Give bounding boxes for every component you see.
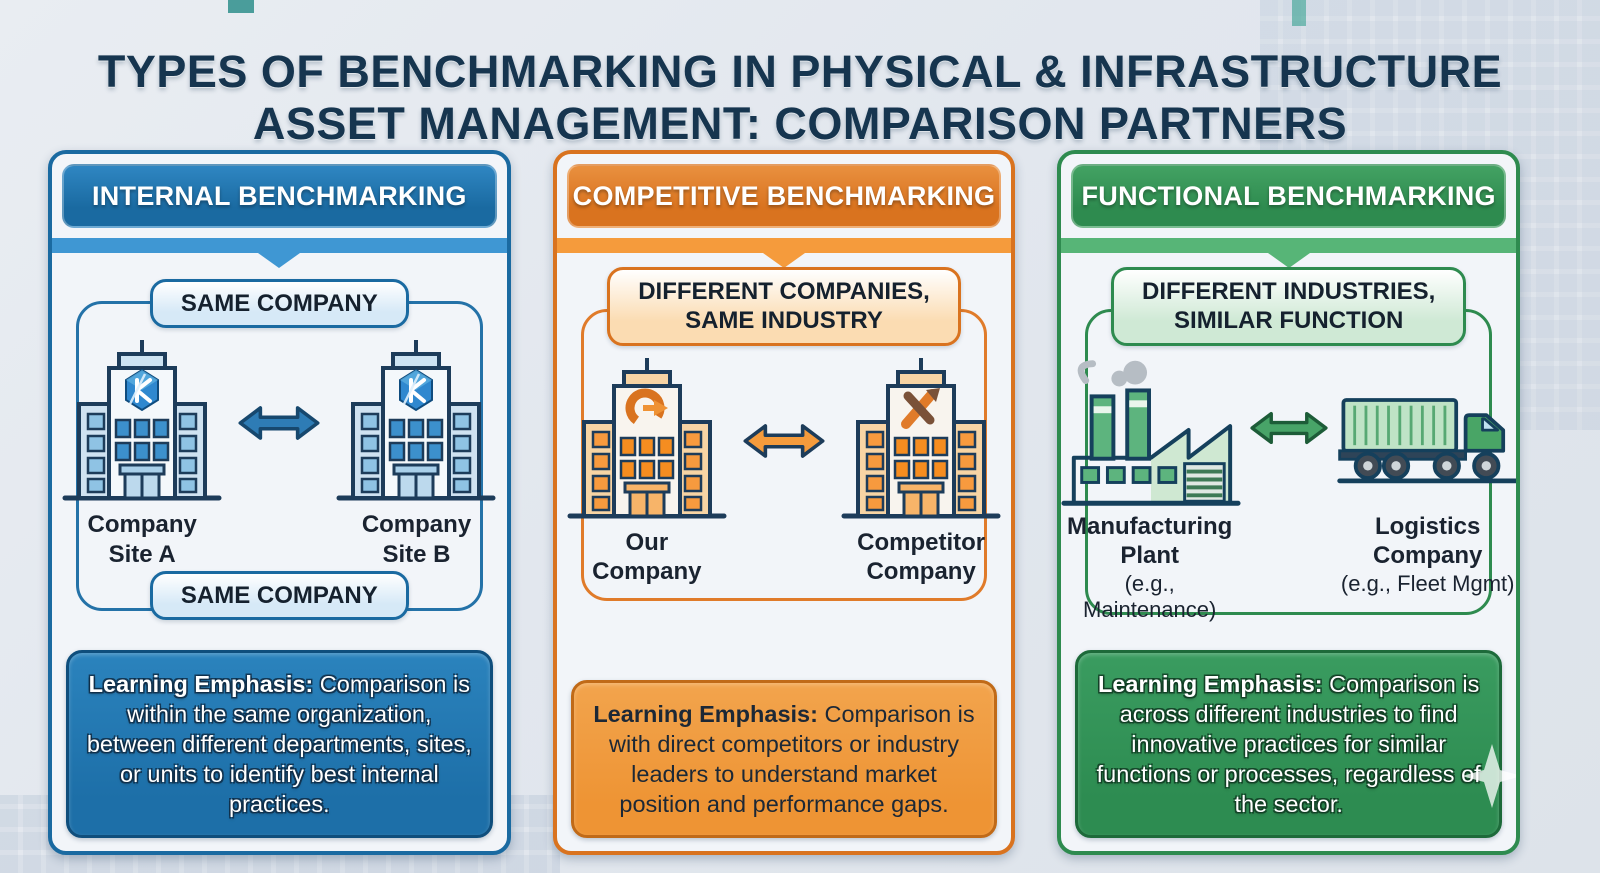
panels-row: INTERNAL BENCHMARKING SAME COMPANY [48,150,1521,855]
page-title: TYPES OF BENCHMARKING IN PHYSICAL & INFR… [97,46,1503,150]
learning-emphasis-prefix: Learning Emphasis: [88,670,314,697]
learning-emphasis-box: Learning Emphasis: Comparison is within … [66,649,493,838]
panel-content: DIFFERENT COMPANIES, SAME INDUSTRY [557,253,1012,851]
item-label: Company Site B [361,511,472,568]
comparison-item: Competitor Company [831,356,1011,587]
teal-accent-decoration [228,0,254,13]
chevron-down-icon [1267,253,1310,268]
office-building-c-logo-icon [567,357,727,519]
panel-header-competitive: COMPETITIVE BENCHMARKING [566,164,1002,228]
learning-emphasis-prefix: Learning Emphasis: [1098,670,1323,697]
learning-emphasis-box: Learning Emphasis: Comparison is with di… [570,679,998,838]
panel-content: DIFFERENT INDUSTRIES, SIMILAR FUNCTION [1061,253,1517,851]
double-arrow-icon [741,418,827,469]
learning-emphasis-prefix: Learning Emphasis: [593,700,818,727]
teal-accent-decoration [1292,0,1306,26]
factory-icon [1061,359,1241,506]
header-strip [52,238,507,268]
relationship-pill-top: SAME COMPANY [149,279,409,329]
x-arrow-logo [901,387,941,429]
panel-competitive-benchmarking: COMPETITIVE BENCHMARKING DIFFERENT COMPA… [552,150,1016,855]
panel-internal-benchmarking: INTERNAL BENCHMARKING SAME COMPANY [48,150,511,855]
double-arrow-icon [1248,406,1330,455]
comparison-item: Logistics Company (e.g., Fleet Mgmt) [1334,356,1517,598]
relationship-pill-top: DIFFERENT INDUSTRIES, SIMILAR FUNCTION [1111,267,1467,346]
k-hexagon-logo [125,369,160,412]
item-sublabel: (e.g., Maintenance) [1083,571,1217,623]
k-hexagon-logo [399,369,434,412]
comparison-item: Company Site B [326,338,506,569]
learning-emphasis-body: Comparison is across different industrie… [1096,670,1481,817]
comparison-row: Manufacturing Plant (e.g., Maintenance) [1061,356,1517,624]
relationship-pill-top: DIFFERENT COMPANIES, SAME INDUSTRY [607,267,961,346]
item-label: Manufacturing Plant [1067,512,1233,569]
item-sublabel: (e.g., Fleet Mgmt) [1340,571,1515,597]
panel-functional-benchmarking: FUNCTIONAL BENCHMARKING DIFFERENT INDUST… [1057,150,1521,855]
comparison-item: Our Company [557,356,737,587]
learning-emphasis-box: Learning Emphasis: Comparison is across … [1075,649,1503,838]
item-label: Our Company [592,528,702,585]
comparison-row: Our Company [557,356,1012,587]
learning-emphasis-body: Comparison is within the same organizati… [86,670,472,817]
item-label: Logistics Company [1373,512,1483,569]
chevron-down-icon [763,253,805,268]
comparison-row: Company Site A [52,338,507,569]
office-building-x-logo-icon [841,357,1001,519]
chevron-down-icon [258,253,301,268]
office-building-k-logo-icon [336,340,496,501]
double-arrow-icon [236,400,322,451]
office-building-k-logo-icon [62,340,222,501]
comparison-item: Company Site A [52,338,232,569]
panel-content: SAME COMPANY [52,253,507,851]
panel-header-internal: INTERNAL BENCHMARKING [62,164,497,228]
relationship-pill-bottom: SAME COMPANY [149,570,409,621]
item-label: Competitor Company [857,528,986,585]
panel-header-functional: FUNCTIONAL BENCHMARKING [1071,164,1507,228]
comparison-item: Manufacturing Plant (e.g., Maintenance) [1061,356,1243,624]
learning-emphasis-body: Comparison is with direct competitors or… [609,700,975,817]
header-strip [1061,238,1517,268]
sparkle-decoration [1460,740,1517,817]
truck-icon [1336,397,1517,483]
header-strip [556,238,1012,268]
item-label: Company Site A [87,511,197,568]
